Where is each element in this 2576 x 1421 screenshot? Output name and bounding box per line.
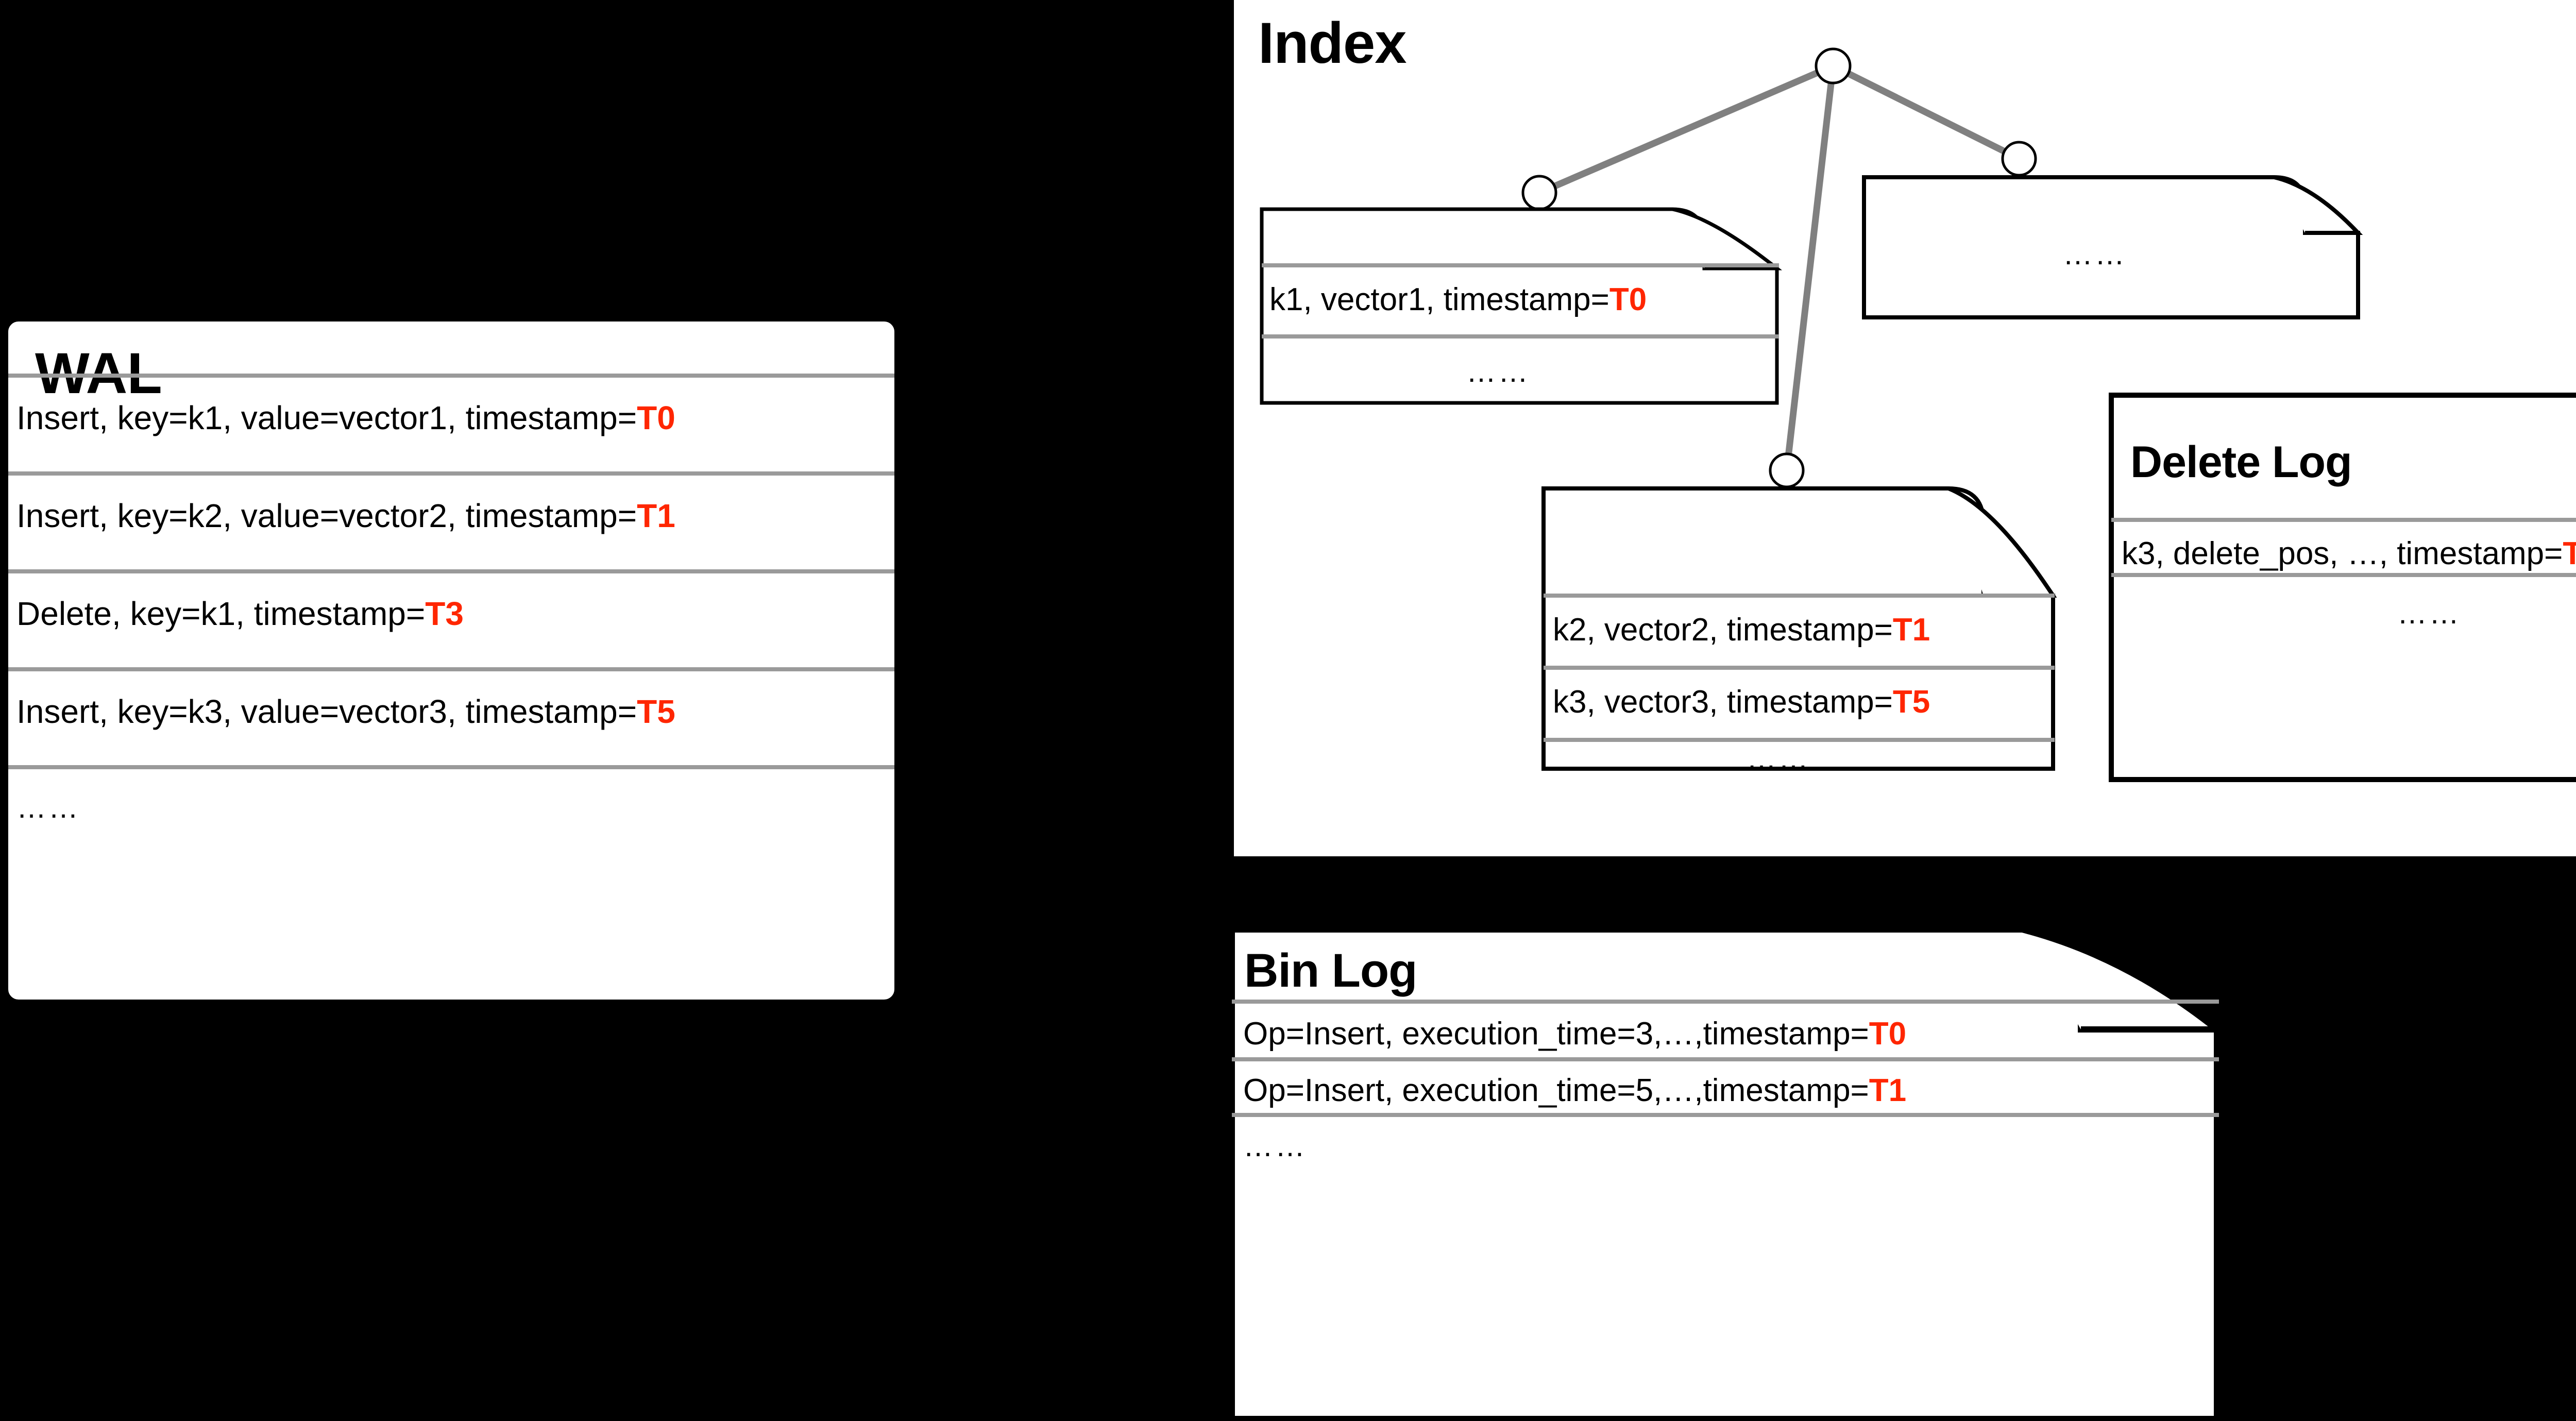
wal-sep-5 bbox=[8, 765, 894, 769]
bin-log-row-2-timestamp: T1 bbox=[1869, 1073, 1907, 1108]
leaf-node-3-row-1-timestamp: T1 bbox=[1892, 612, 1930, 648]
leaf-node-1-row-1-text: k1, vector1, timestamp= bbox=[1269, 282, 1609, 317]
wal-row-3: Delete, key=k1, timestamp=T3 bbox=[16, 597, 464, 630]
leaf-node-1-curl bbox=[1672, 207, 1783, 270]
wal-row-4: Insert, key=k3, value=vector3, timestamp… bbox=[16, 695, 675, 728]
leaf-node-3-row-1-text: k2, vector2, timestamp= bbox=[1553, 612, 1893, 648]
leaf-node-3-sep-2 bbox=[1544, 666, 2055, 670]
wal-sep-3 bbox=[8, 569, 894, 573]
wal-row-2-text: Insert, key=k2, value=vector2, timestamp… bbox=[16, 497, 637, 534]
wal-title: WAL bbox=[35, 341, 162, 405]
leaf-node-2-curl bbox=[2274, 175, 2363, 235]
bin-log-row-2-text: Op=Insert, execution_time=5,…,timestamp= bbox=[1243, 1073, 1869, 1108]
bin-log-row-1-timestamp: T0 bbox=[1869, 1016, 1907, 1052]
leaf-node-3: k2, vector2, timestamp=T1 k3, vector3, t… bbox=[1541, 486, 2057, 775]
leaf-node-1: k1, vector1, timestamp=T0 …… bbox=[1260, 207, 1783, 405]
wal-row-1: Insert, key=k1, value=vector1, timestamp… bbox=[16, 401, 675, 434]
bin-log-row-2: Op=Insert, execution_time=5,…,timestamp=… bbox=[1243, 1075, 1906, 1107]
bin-log-card: Bin Log Op=Insert, execution_time=3,…,ti… bbox=[1229, 926, 2226, 1421]
bin-log-curl bbox=[2021, 926, 2226, 1033]
leaf-node-2: …… bbox=[1862, 175, 2363, 319]
delete-log-row-2: …… bbox=[2397, 597, 2461, 630]
delete-log-sep-2 bbox=[2111, 573, 2576, 577]
bin-log-sep-1 bbox=[1232, 1000, 2219, 1004]
leaf-node-1-row-1: k1, vector1, timestamp=T0 bbox=[1269, 284, 1647, 316]
delete-log-sep-1 bbox=[2111, 518, 2576, 522]
delete-log-row-1: k3, delete_pos, …, timestamp=T3 bbox=[2122, 538, 2576, 570]
wal-row-2: Insert, key=k2, value=vector2, timestamp… bbox=[16, 499, 675, 532]
leaf-node-3-row-2: k3, vector3, timestamp=T5 bbox=[1553, 686, 1930, 718]
delete-log-row-1-timestamp: T3 bbox=[2563, 536, 2576, 571]
index-title: Index bbox=[1258, 11, 1407, 75]
leaf-node-3-row-2-text: k3, vector3, timestamp= bbox=[1553, 684, 1893, 720]
leaf-node-3-row-2-timestamp: T5 bbox=[1892, 684, 1930, 720]
leaf-node-1-sep-1 bbox=[1262, 263, 1779, 267]
wal-row-4-text: Insert, key=k3, value=vector3, timestamp… bbox=[16, 693, 637, 730]
leaf-node-2-row-1: …… bbox=[2063, 238, 2127, 271]
bin-log-title: Bin Log bbox=[1244, 944, 1417, 997]
leaf-node-3-row-1: k2, vector2, timestamp=T1 bbox=[1553, 614, 1930, 646]
wal-sep-4 bbox=[8, 667, 894, 671]
leaf-node-3-sep-1 bbox=[1544, 594, 2055, 598]
wal-row-5: …… bbox=[16, 791, 80, 824]
wal-row-1-text: Insert, key=k1, value=vector1, timestamp… bbox=[16, 399, 637, 436]
bin-log-row-3: …… bbox=[1243, 1129, 1307, 1163]
bin-log-sep-2 bbox=[1232, 1057, 2219, 1061]
delete-log-title: Delete Log bbox=[2130, 437, 2352, 487]
wal-sep-1 bbox=[8, 374, 894, 378]
bin-log-sep-3 bbox=[1232, 1113, 2219, 1117]
leaf-node-3-sep-3 bbox=[1544, 738, 2055, 742]
delete-log-body bbox=[2109, 393, 2576, 782]
leaf-node-1-row-1-timestamp: T0 bbox=[1609, 282, 1647, 317]
wal-row-4-timestamp: T5 bbox=[637, 693, 675, 730]
wal-row-3-timestamp: T3 bbox=[425, 595, 464, 632]
bin-log-row-1-text: Op=Insert, execution_time=3,…,timestamp= bbox=[1243, 1016, 1869, 1052]
delete-log-row-1-text: k3, delete_pos, …, timestamp= bbox=[2122, 536, 2563, 571]
wal-row-3-text: Delete, key=k1, timestamp= bbox=[16, 595, 426, 632]
wal-row-2-timestamp: T1 bbox=[637, 497, 675, 534]
leaf-node-1-sep-2 bbox=[1262, 334, 1779, 339]
bin-log-row-1: Op=Insert, execution_time=3,…,timestamp=… bbox=[1243, 1018, 1906, 1050]
leaf-node-1-row-2: …… bbox=[1466, 355, 1530, 388]
delete-log-card: Delete Log k3, delete_pos, …, timestamp=… bbox=[2109, 393, 2576, 782]
leaf-node-3-row-3: …… bbox=[1747, 742, 1810, 775]
wal-row-1-timestamp: T0 bbox=[637, 399, 675, 436]
wal-card: WAL Insert, key=k1, value=vector1, times… bbox=[5, 318, 897, 1003]
wal-sep-2 bbox=[8, 471, 894, 476]
